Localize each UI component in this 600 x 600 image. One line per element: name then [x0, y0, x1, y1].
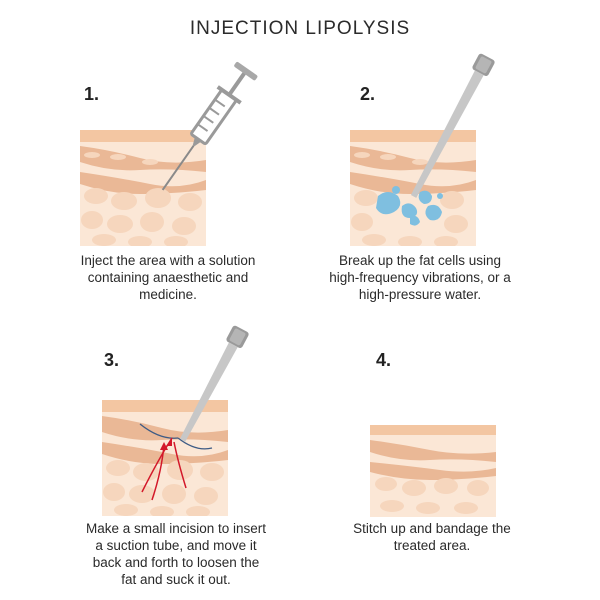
- broken-fat-cells: [376, 186, 443, 226]
- step-4-number: 4.: [376, 350, 392, 370]
- page-title: INJECTION LIPOLYSIS: [189, 18, 411, 39]
- suction-tube-icon: [179, 325, 249, 442]
- step-1-number: 1.: [84, 84, 100, 104]
- skin-block-3: [102, 400, 228, 516]
- suture-lines: [139, 423, 213, 450]
- step-3-number: 3.: [104, 350, 120, 370]
- skin-block-4: [370, 425, 496, 517]
- step-2-number: 2.: [360, 84, 376, 104]
- skin-block-1: [80, 130, 206, 246]
- skin-block-2: [350, 130, 476, 246]
- ultrasound-probe-icon: [410, 53, 495, 198]
- syringe-icon: [161, 62, 258, 191]
